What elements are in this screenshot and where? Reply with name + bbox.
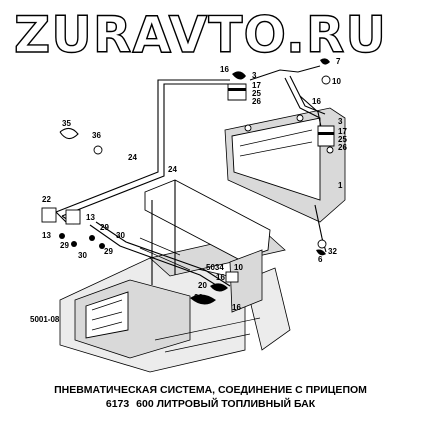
label-29: 29 [104,247,113,256]
label-13: 13 [42,231,51,240]
label-25: 25 [338,135,347,144]
air-lines [55,65,327,291]
watermark: ZURAVTO.RU [13,5,387,60]
label-6: 6 [318,255,323,264]
label-24: 24 [168,165,177,174]
label-32: 32 [328,247,337,256]
caption-model: 6173 [105,398,130,410]
label-16: 16 [220,65,229,74]
label-3: 3 [252,71,257,80]
part-labels: 7 10 16 3 17 25 26 16 3 17 25 26 35 36 2… [30,57,347,324]
label-10: 10 [234,263,243,272]
label-16: 16 [232,303,241,312]
label-25: 25 [252,89,261,98]
label-26: 26 [338,143,347,152]
label-1: 1 [338,181,343,190]
label-16: 16 [216,273,225,282]
assembly-drawing: 7 10 16 3 17 25 26 16 3 17 25 26 35 36 2… [30,57,347,373]
label-29: 29 [60,241,69,250]
label-36: 36 [92,131,101,140]
fittings [41,58,335,305]
label-20: 20 [198,281,207,290]
label-29: 29 [100,223,109,232]
label-16: 16 [312,97,321,106]
label-13: 13 [86,213,95,222]
label-30: 30 [116,231,125,240]
label-24: 24 [128,153,137,162]
label-5001-08: 5001-08 [30,315,60,324]
cross-member [139,179,271,313]
label-7: 7 [336,57,341,66]
label-35: 35 [62,119,71,128]
watermark-text: ZURAVTO.RU [14,6,387,60]
tank-bracket [224,107,346,223]
caption-line-1: ПНЕВМАТИЧЕСКАЯ СИСТЕМА, СОЕДИНЕНИЕ С ПРИ… [54,384,367,396]
label-17: 17 [338,127,347,136]
label-3: 3 [338,117,343,126]
label-26: 26 [252,97,261,106]
caption-line-2: 6173 600 ЛИТРОВЫЙ ТОПЛИВНЫЙ БАК [0,398,421,411]
label-20: 20 [194,293,203,302]
label-10: 10 [332,77,341,86]
label-17: 17 [252,81,261,90]
label-5034: 5034 [206,263,224,272]
label-22: 22 [42,195,51,204]
label-30: 30 [78,251,87,260]
caption-text: 600 ЛИТРОВЫЙ ТОПЛИВНЫЙ БАК [136,398,316,410]
